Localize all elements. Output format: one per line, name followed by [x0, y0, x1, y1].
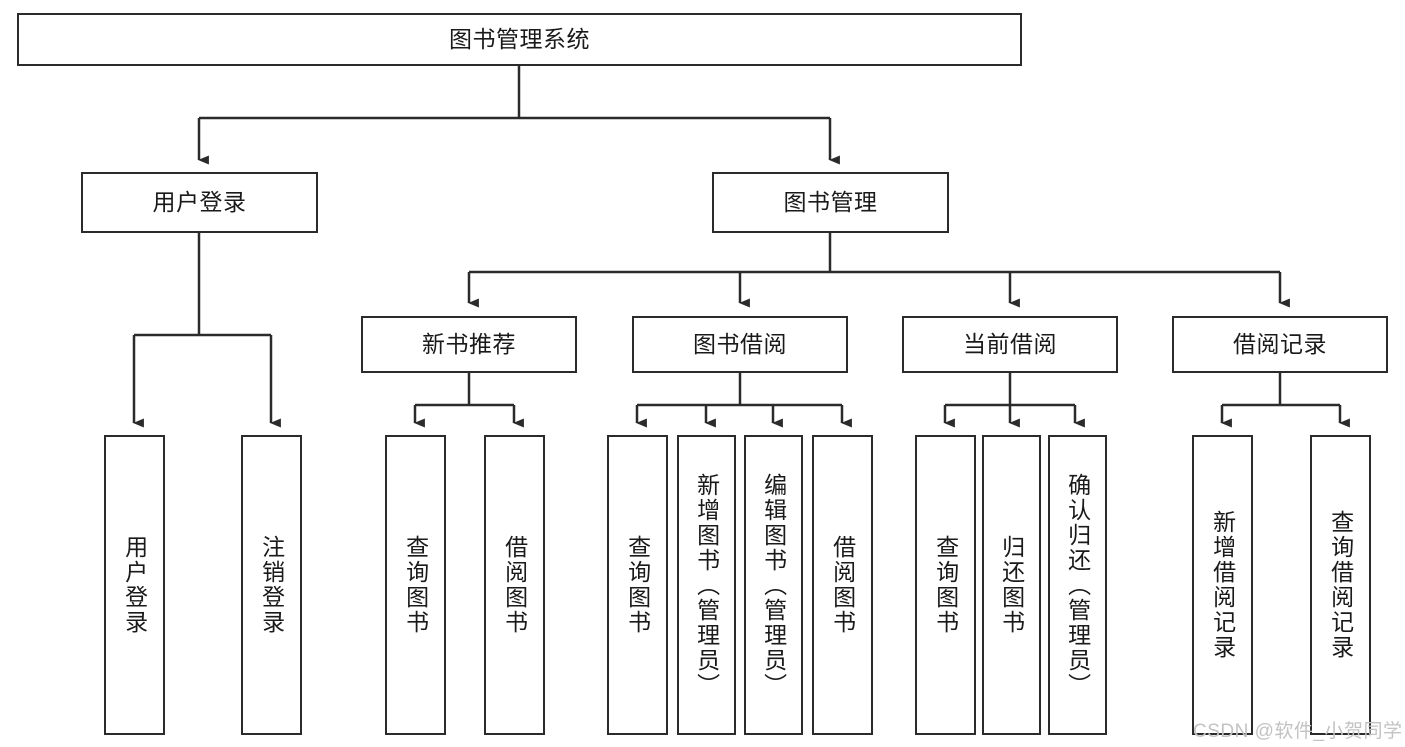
leaf-borrow-book-recommend[interactable]: 借阅图书 — [484, 435, 545, 735]
node-root-system[interactable]: 图书管理系统 — [17, 13, 1022, 66]
leaf-user-login[interactable]: 用户登录 — [104, 435, 165, 735]
node-label: 图书借阅 — [693, 330, 787, 357]
leaf-logout-login[interactable]: 注销登录 — [241, 435, 302, 735]
node-book-manage[interactable]: 图书管理 — [712, 172, 949, 233]
leaf-add-borrow-record[interactable]: 新增借阅记录 — [1192, 435, 1253, 735]
node-label: 查询图书 — [402, 535, 429, 635]
leaf-return-book[interactable]: 归还图书 — [982, 435, 1041, 735]
node-label: 查询图书 — [624, 535, 651, 635]
node-label: 新书推荐 — [422, 330, 516, 357]
node-label: 借阅记录 — [1233, 330, 1327, 357]
node-label: 图书管理 — [783, 188, 878, 215]
leaf-add-book[interactable]: 新增图书（管理员） — [677, 435, 736, 735]
node-book-borrow[interactable]: 图书借阅 — [632, 316, 848, 373]
node-label: 图书管理系统 — [449, 25, 590, 52]
leaf-edit-book[interactable]: 编辑图书（管理员） — [744, 435, 803, 735]
node-label: 用户登录 — [121, 535, 148, 635]
node-current-borrow[interactable]: 当前借阅 — [902, 316, 1118, 373]
node-new-book-recommend[interactable]: 新书推荐 — [361, 316, 577, 373]
node-borrow-record[interactable]: 借阅记录 — [1172, 316, 1388, 373]
node-label: 编辑图书（管理员） — [760, 472, 787, 698]
node-label: 注销登录 — [258, 535, 285, 635]
node-label: 查询图书 — [932, 535, 959, 635]
leaf-query-borrow-record[interactable]: 查询借阅记录 — [1310, 435, 1371, 735]
node-label: 用户登录 — [152, 188, 247, 215]
node-label: 当前借阅 — [963, 330, 1057, 357]
node-label: 新增借阅记录 — [1209, 510, 1236, 660]
node-label: 归还图书 — [998, 535, 1025, 635]
node-label: 借阅图书 — [501, 535, 528, 635]
leaf-confirm-return[interactable]: 确认归还（管理员） — [1048, 435, 1107, 735]
leaf-query-book-recommend[interactable]: 查询图书 — [385, 435, 446, 735]
node-label: 新增图书（管理员） — [693, 472, 720, 698]
csdn-watermark: CSDN @软件_小贺同学 — [1193, 721, 1403, 742]
node-label: 借阅图书 — [829, 535, 856, 635]
node-label: 查询借阅记录 — [1327, 510, 1354, 660]
node-label: 确认归还（管理员） — [1064, 472, 1091, 698]
node-user-login[interactable]: 用户登录 — [81, 172, 318, 233]
leaf-query-book-borrow[interactable]: 查询图书 — [607, 435, 668, 735]
leaf-query-book-current[interactable]: 查询图书 — [915, 435, 976, 735]
leaf-borrow-book[interactable]: 借阅图书 — [812, 435, 873, 735]
